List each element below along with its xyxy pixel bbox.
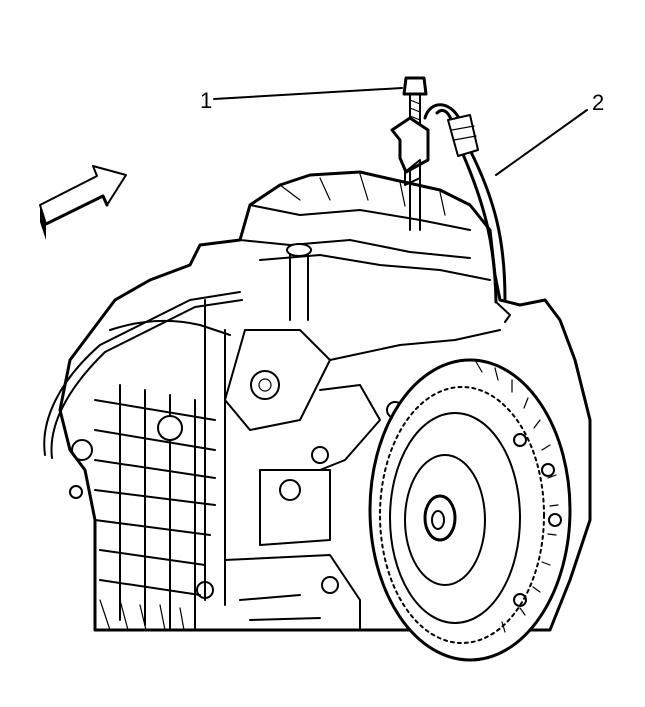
arrow-icon: [39, 165, 127, 240]
callout-leaders: [213, 87, 588, 176]
callout-label-2: 2: [592, 90, 604, 115]
callout-label-1: 1: [200, 88, 212, 113]
hose-icon: [390, 103, 511, 323]
torque-converter: [368, 358, 572, 662]
